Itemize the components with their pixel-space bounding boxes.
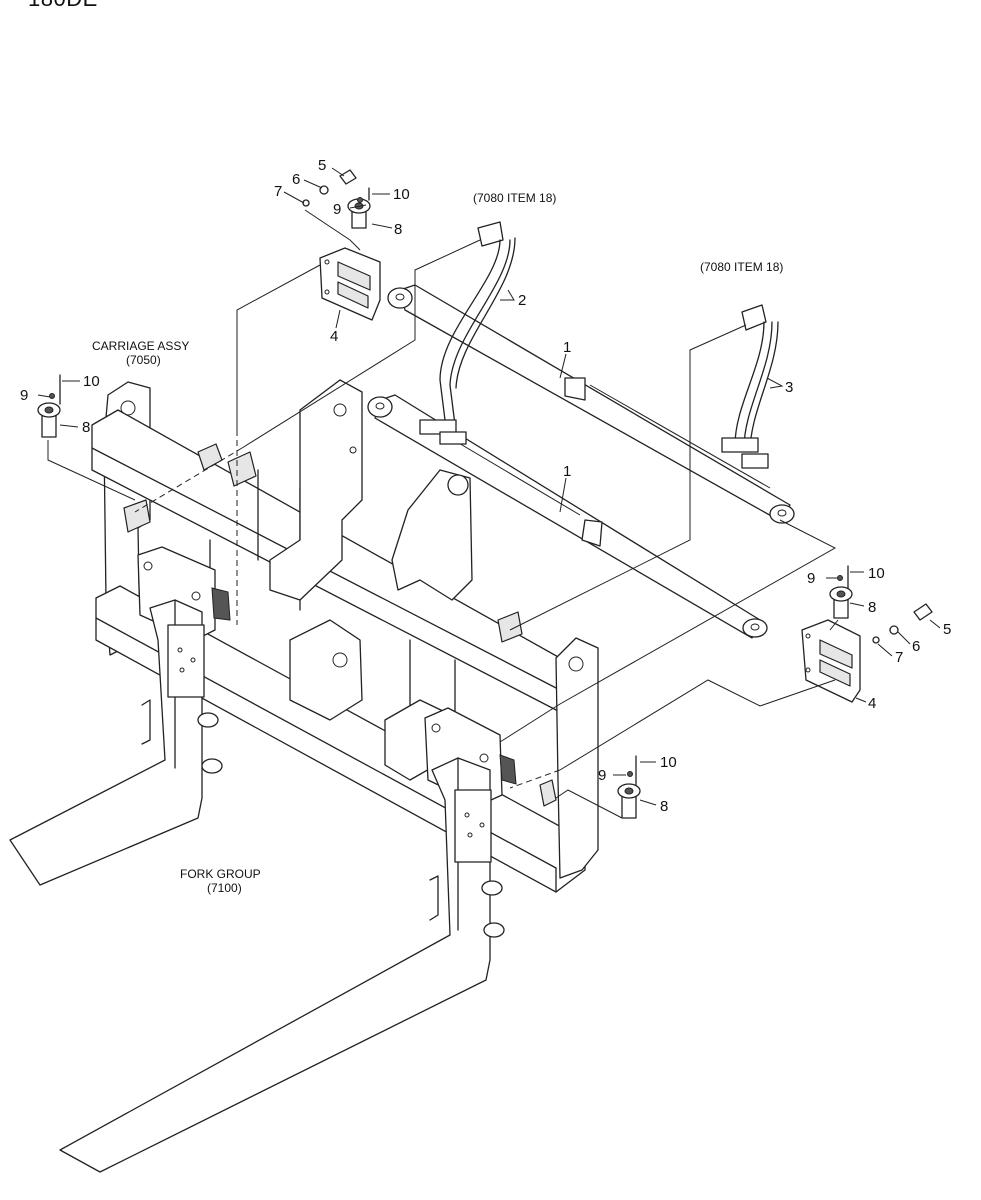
callout-10-lower: 10 [660,754,677,771]
callout-1-upper: 1 [563,339,571,356]
reference-labels: (7080 ITEM 18) (7080 ITEM 18) CARRIAGE A… [92,191,783,895]
callout-9-left: 9 [20,387,28,404]
ref-label-right: (7080 ITEM 18) [700,260,783,274]
fork-left [9,599,223,886]
fork-group-code: (7100) [207,881,242,895]
carriage-assy-label: CARRIAGE ASSY [92,339,189,353]
callout-8-left: 8 [82,419,90,436]
callout-9-upper: 9 [333,201,341,218]
callout-6-right: 6 [912,638,920,655]
callout-10-left: 10 [83,373,100,390]
mount-bracket-right [801,619,861,703]
callout-8-right: 8 [868,599,876,616]
callout-8-lower: 8 [660,798,668,815]
callout-1-lower: 1 [563,463,571,480]
carriage-assy-code: (7050) [126,353,161,367]
pin-set-lower [617,755,641,819]
callout-2: 2 [518,292,526,309]
callout-5-upper: 5 [318,157,326,174]
hose-assembly-2 [419,221,516,445]
pin-set-right [829,565,933,644]
cylinder-lower [367,394,768,639]
carriage-frame [91,379,599,893]
callout-9-lower: 9 [598,767,606,784]
callout-4-upper: 4 [330,328,338,345]
callout-3: 3 [785,379,793,396]
callout-7-upper: 7 [274,183,282,200]
callout-9-right: 9 [807,570,815,587]
callout-10-right: 10 [868,565,885,582]
fork-right [59,757,505,1173]
callout-4-right: 4 [868,695,876,712]
callout-leaders [37,167,941,806]
callout-numbers: 5 6 7 10 9 8 4 2 1 1 3 10 9 8 10 9 8 5 6… [20,157,951,815]
callout-5-right: 5 [943,621,951,638]
callout-10-upper: 10 [393,186,410,203]
ref-label-upper: (7080 ITEM 18) [473,191,556,205]
callout-6-upper: 6 [292,171,300,188]
pin-set-upper [302,169,371,229]
callout-7-right: 7 [895,649,903,666]
mount-bracket-upper [319,247,381,321]
fork-group-label: FORK GROUP [180,867,261,881]
callout-8-upper: 8 [394,221,402,238]
cylinder-upper [387,284,795,524]
hose-assembly-3 [721,304,779,469]
assembly-lines [47,209,839,819]
pin-set-left [37,374,61,438]
page-title: 180DE [28,0,98,12]
